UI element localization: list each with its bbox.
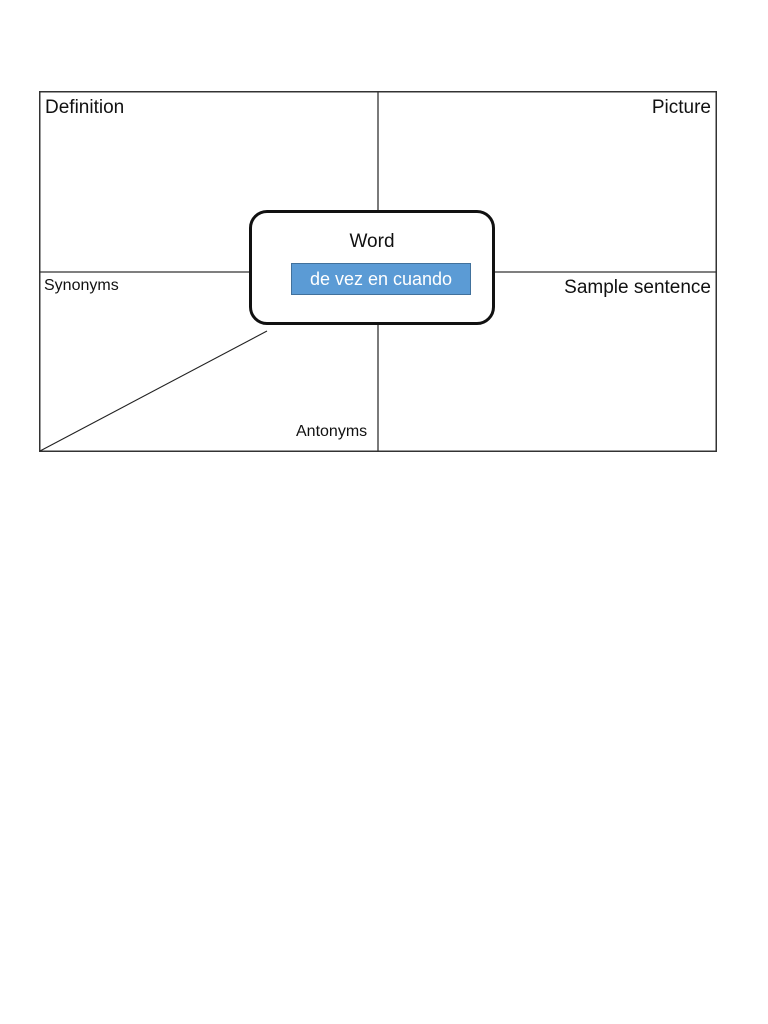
antonyms-diagonal-line: [39, 330, 268, 452]
definition-label: Definition: [45, 97, 125, 118]
center-word-box: Word de vez en cuando: [249, 210, 495, 325]
synonyms-label: Synonyms: [44, 277, 119, 294]
sample-sentence-label: Sample sentence: [564, 277, 711, 298]
word-value-box: de vez en cuando: [291, 263, 471, 295]
frayer-model-diagram: Definition Picture Synonyms Sample sente…: [39, 91, 717, 452]
word-title: Word: [349, 231, 395, 252]
picture-label: Picture: [651, 97, 711, 118]
antonyms-label: Antonyms: [296, 423, 368, 440]
